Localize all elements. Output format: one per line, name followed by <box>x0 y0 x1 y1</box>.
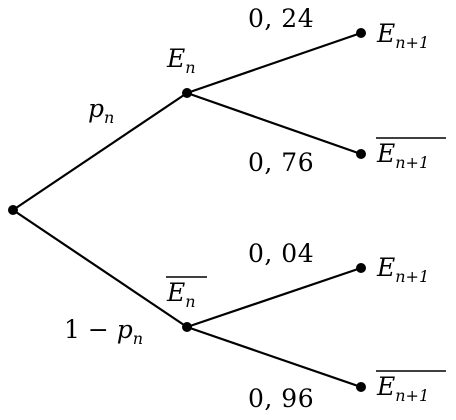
edge-notEn-to-notEn1 <box>185 325 363 389</box>
label-En1-upper: En+1 <box>376 19 429 52</box>
prob-0-96: 0, 96 <box>248 384 314 413</box>
edge-root-to-En <box>11 91 189 212</box>
node-notEn1-lower <box>356 382 366 392</box>
root-node <box>8 205 18 215</box>
node-notEn <box>182 322 192 332</box>
node-En <box>182 88 192 98</box>
prob-lower-branch: 1 − pn <box>64 315 143 348</box>
edge-notEn-to-En1 <box>185 266 363 329</box>
prob-0-04: 0, 04 <box>248 239 314 268</box>
label-En1-lower: En+1 <box>376 253 429 286</box>
prob-0-24: 0, 24 <box>248 4 314 33</box>
node-En1-upper <box>356 28 366 38</box>
prob-upper-branch: pn <box>88 94 114 127</box>
edge-En-to-En1 <box>185 31 363 95</box>
prob-0-76: 0, 76 <box>248 148 314 177</box>
edge-root-to-notEn <box>11 208 189 329</box>
label-notEn1-upper: En+1 <box>376 139 429 172</box>
label-notEn1-lower: En+1 <box>376 372 429 405</box>
node-notEn1-upper <box>356 149 366 159</box>
node-En1-lower <box>356 263 366 273</box>
label-notEn: En <box>166 278 196 311</box>
label-En: En <box>166 44 196 77</box>
edge-En-to-notEn1 <box>185 91 363 156</box>
